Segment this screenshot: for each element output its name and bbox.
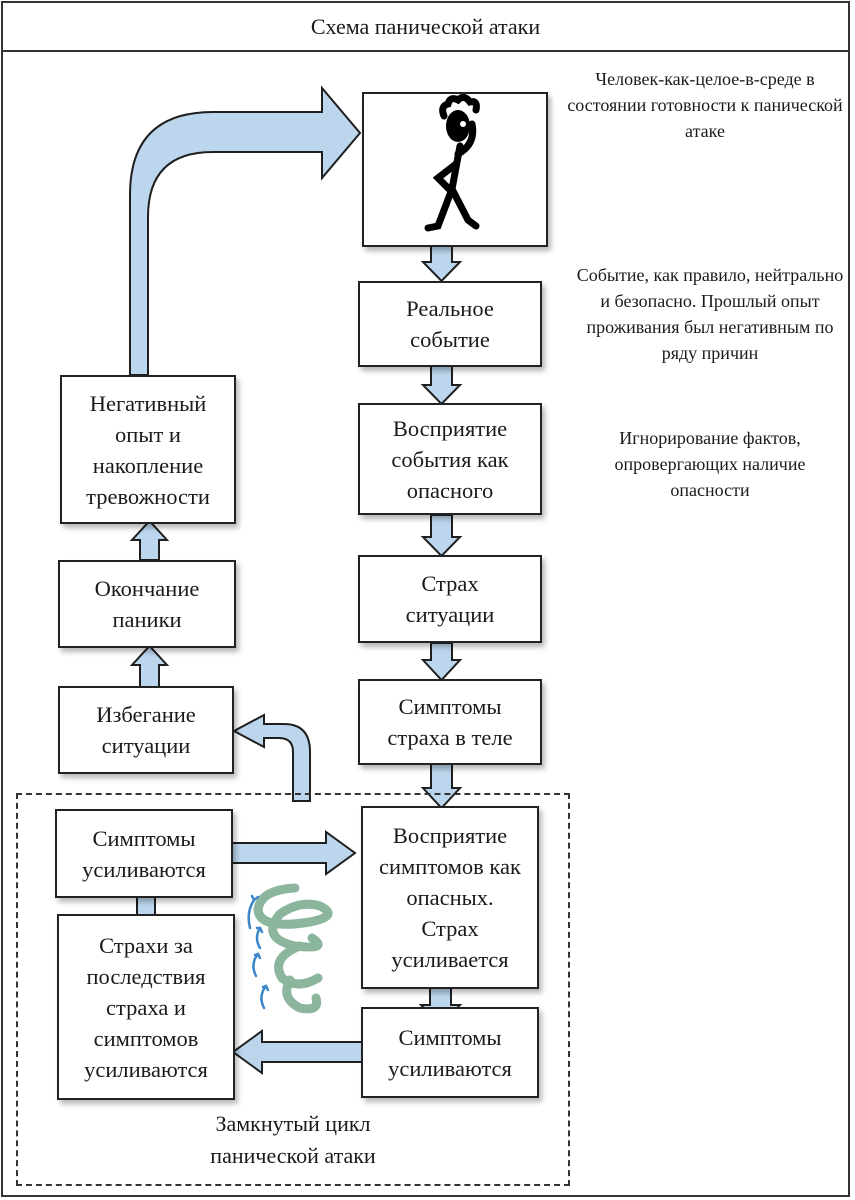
box-body-symptoms: Симптомы страха в теле: [358, 679, 542, 765]
down-arrow-1: [420, 245, 463, 283]
box-perception-danger: Восприятие события как опасного: [358, 403, 542, 515]
note-event: Событие, как правило, нейтрально и безоп…: [576, 265, 844, 363]
note-person-state: Человек-как-целое-в-среде в состоянии го…: [567, 69, 843, 141]
box-cycle-symptoms-right: Симптомы усиливаются: [361, 1007, 539, 1098]
box-panic-end: Окончание паники: [58, 560, 236, 648]
person-image: [362, 92, 548, 247]
curved-arrow-to-person: [129, 85, 362, 376]
box-negative-experience: Негативный опыт и накопление тревожности: [60, 375, 236, 524]
diagram-title: Схема панической атаки: [1, 1, 850, 52]
down-arrow-3: [420, 514, 463, 558]
down-arrow-2: [420, 364, 463, 406]
up-arrow-1: [129, 519, 170, 561]
down-arrow-5: [420, 763, 463, 810]
box-fear-situation: Страх ситуации: [358, 555, 542, 643]
right-arrow-cycle: [230, 830, 357, 876]
stressed-stick-figure-icon: [424, 93, 480, 232]
box-avoidance: Избегание ситуации: [58, 686, 234, 774]
spiral-tornado-icon: [240, 880, 350, 1020]
curved-arrow-to-avoidance: [231, 713, 311, 802]
box-cycle-perception: Восприятие симптомов как опасных. Страх …: [361, 806, 539, 989]
down-arrow-4: [420, 642, 463, 682]
panic-cycle-region: [16, 793, 570, 1186]
box-real-event: Реальное событие: [358, 281, 542, 367]
cycle-label: Замкнутый цикл панической атаки: [210, 1111, 376, 1168]
box-cycle-fears: Страхи за последствия страха и симптомов…: [57, 914, 235, 1100]
up-arrow-2: [129, 644, 170, 689]
left-arrow-cycle: [231, 1029, 363, 1075]
box-cycle-symptoms-left: Симптомы усиливаются: [55, 809, 233, 898]
note-ignore-facts: Игнорирование фактов, опровергающих нали…: [614, 428, 806, 500]
